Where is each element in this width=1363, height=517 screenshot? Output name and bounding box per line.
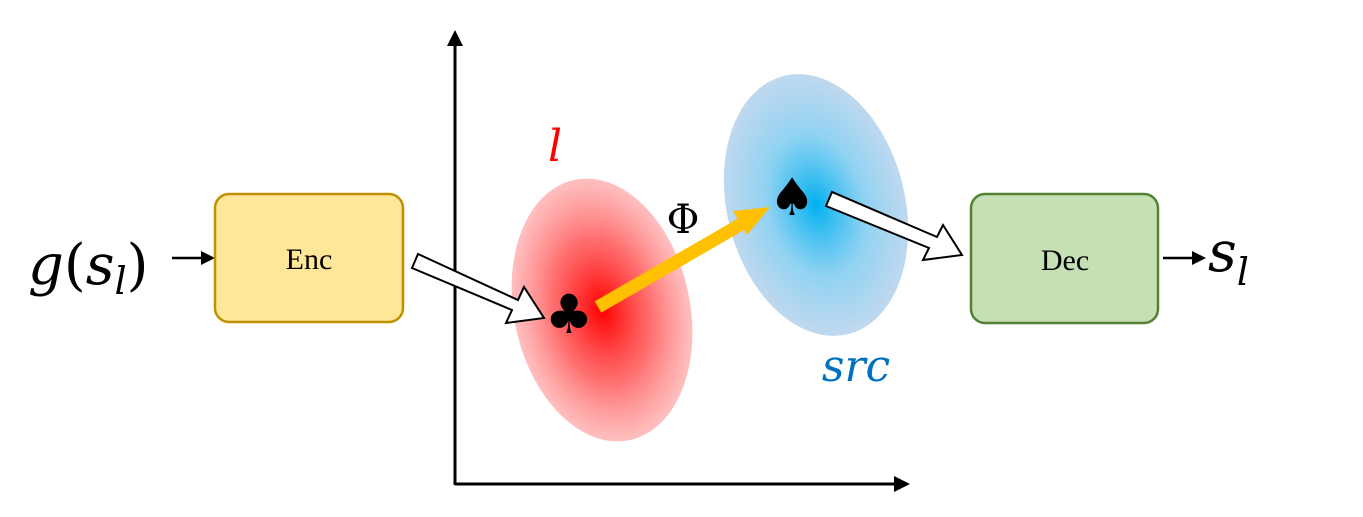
- svg-text:g(sl): g(sl): [28, 233, 148, 303]
- x-axis-arrowhead: [894, 476, 910, 492]
- output-arrow: [1163, 251, 1206, 265]
- input-close-paren: ): [127, 233, 149, 298]
- club-point-icon: ♣: [545, 283, 593, 346]
- decoder-block: Dec: [969, 192, 1160, 325]
- input-function: g: [28, 233, 64, 298]
- encoder-block: Enc: [213, 192, 405, 324]
- mapping-arrow: [594, 207, 770, 313]
- encoder-box: [213, 192, 405, 324]
- decoder-box: [969, 192, 1160, 325]
- target-cluster-label: src: [822, 341, 890, 392]
- input-open-paren: (: [64, 233, 86, 298]
- encoder-label: Enc: [286, 243, 333, 276]
- enc-to-latent-arrow: [410, 252, 546, 325]
- input-arrow: [172, 251, 215, 265]
- source-cluster-label: l: [548, 121, 562, 172]
- output-subscript: l: [1237, 250, 1249, 294]
- latent-axes: [447, 30, 910, 492]
- decoder-label: Dec: [1041, 244, 1089, 277]
- target-cluster-ellipse: [723, 74, 909, 336]
- mapping-label: Φ: [667, 197, 700, 243]
- output-variable: s: [1208, 220, 1237, 285]
- spade-point-icon: ♠: [769, 168, 816, 228]
- y-axis-arrowhead: [447, 30, 463, 46]
- input-label: g(sl): [28, 233, 148, 303]
- input-subscript: l: [114, 259, 126, 303]
- input-variable: s: [86, 233, 115, 298]
- latent-to-dec-arrow: [824, 190, 964, 262]
- output-label: sl: [1208, 220, 1249, 294]
- svg-text:sl: sl: [1208, 220, 1249, 294]
